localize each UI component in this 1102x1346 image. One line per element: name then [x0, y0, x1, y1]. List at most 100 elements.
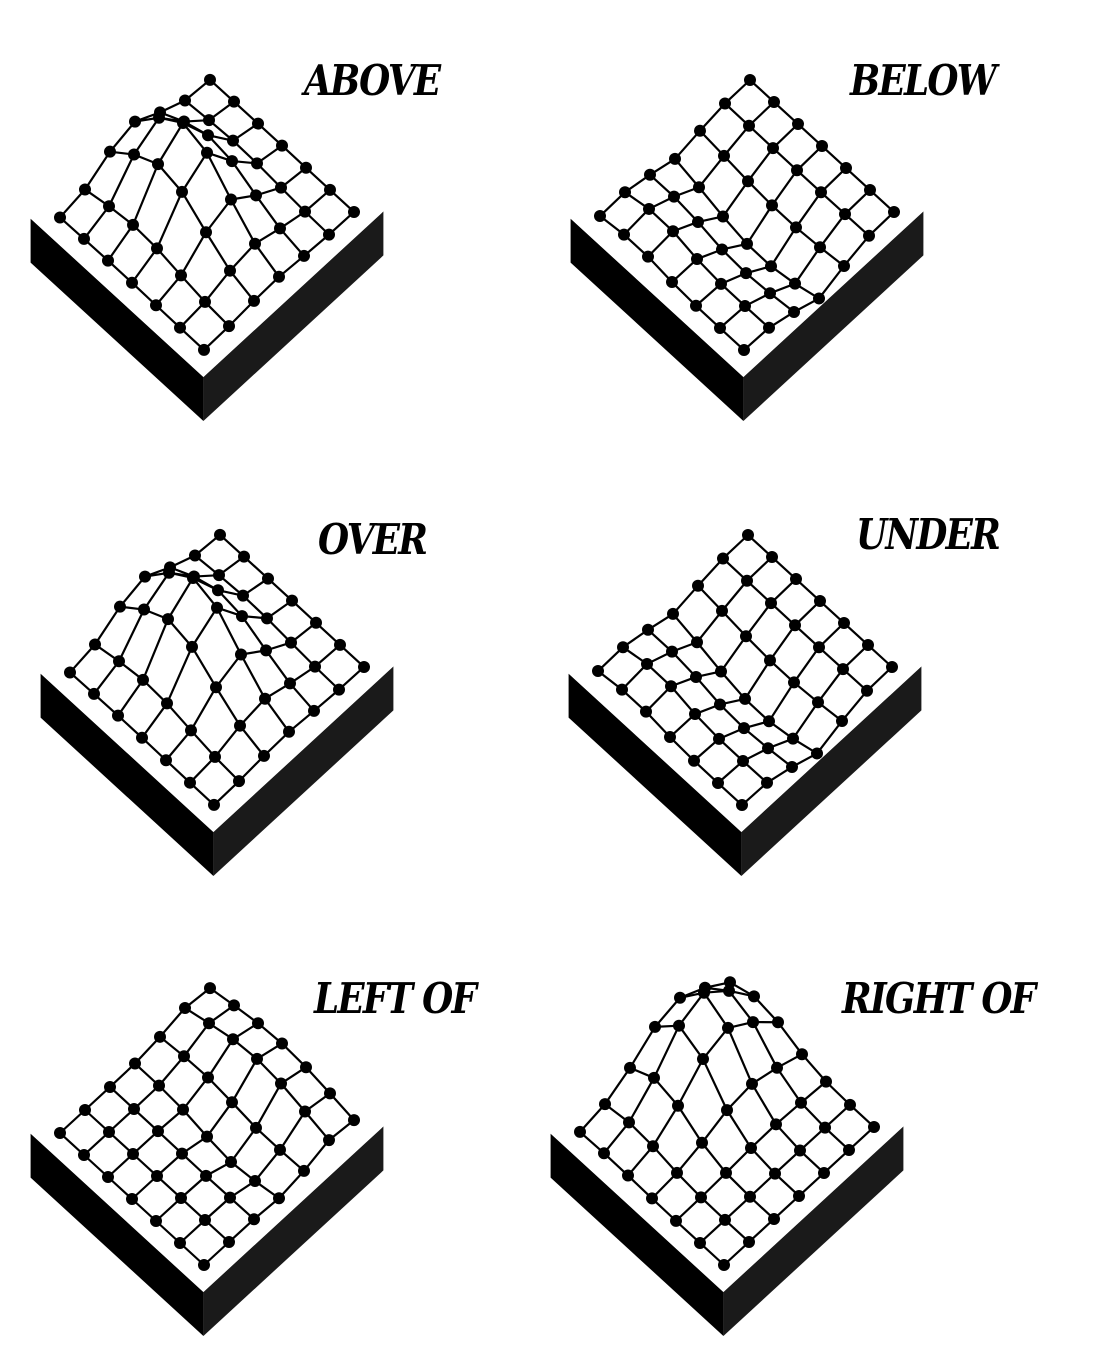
block-top-face: [571, 53, 924, 377]
lattice-node: [228, 999, 240, 1011]
lattice-node: [88, 688, 100, 700]
lattice-node: [788, 676, 800, 688]
lattice-node: [691, 253, 703, 265]
lattice-node: [667, 608, 679, 620]
lattice-node: [772, 1016, 784, 1028]
lattice-node: [203, 114, 215, 126]
lattice-node: [211, 602, 223, 614]
lattice-node: [696, 1137, 708, 1149]
lattice-node: [718, 1259, 730, 1271]
lattice-node: [694, 1237, 706, 1249]
lattice-node: [719, 97, 731, 109]
lattice-node: [298, 1165, 310, 1177]
panel-right-of: [560, 975, 940, 1346]
lattice-node: [208, 799, 220, 811]
lattice-node: [863, 230, 875, 242]
lattice-node: [843, 1144, 855, 1156]
lattice-node: [642, 624, 654, 636]
lattice-node: [794, 1145, 806, 1157]
lattice-node: [139, 571, 151, 583]
lattice-node: [154, 1031, 166, 1043]
lattice-node: [274, 222, 286, 234]
lattice-node: [175, 269, 187, 281]
lattice-node: [178, 1050, 190, 1062]
lattice-node: [308, 705, 320, 717]
block-top-face: [31, 53, 384, 377]
lattice-node: [714, 322, 726, 334]
lattice-node: [713, 733, 725, 745]
lattice-node: [129, 116, 141, 128]
lattice-node: [770, 1118, 782, 1130]
lattice-node: [285, 637, 297, 649]
lattice-node: [299, 206, 311, 218]
lattice-node: [259, 693, 271, 705]
lattice-node: [741, 238, 753, 250]
lattice-node: [179, 95, 191, 107]
lattice-node: [204, 982, 216, 994]
lattice-node: [690, 300, 702, 312]
lattice-node: [616, 684, 628, 696]
lattice-node: [664, 731, 676, 743]
lattice-node: [224, 265, 236, 277]
lattice-node: [792, 118, 804, 130]
lattice-node: [78, 1149, 90, 1161]
lattice-node: [227, 1033, 239, 1045]
lattice-node: [323, 229, 335, 241]
lattice-node: [743, 120, 755, 132]
lattice-node: [128, 149, 140, 161]
lattice-node: [103, 200, 115, 212]
lattice-node: [248, 295, 260, 307]
lattice-node: [839, 208, 851, 220]
panel-under: [578, 515, 958, 915]
lattice-node: [102, 1171, 114, 1183]
lattice-node: [200, 1170, 212, 1182]
lattice-node: [623, 1116, 635, 1128]
lattice-node: [698, 987, 710, 999]
lattice-node: [714, 698, 726, 710]
block-top-face: [551, 968, 904, 1292]
lattice-node: [789, 619, 801, 631]
lattice-node: [185, 724, 197, 736]
lattice-node: [796, 1048, 808, 1060]
lattice-node: [250, 1122, 262, 1134]
lattice-node: [334, 639, 346, 651]
lattice-node: [200, 226, 212, 238]
lattice-node: [761, 777, 773, 789]
lattice-node: [718, 150, 730, 162]
lattice-node: [790, 573, 802, 585]
lattice-node: [252, 118, 264, 130]
lattice-node: [693, 181, 705, 193]
panel-above: [40, 60, 420, 460]
lattice-node: [114, 601, 126, 613]
lattice-node: [788, 306, 800, 318]
lattice-node: [666, 646, 678, 658]
lattice-node: [150, 1215, 162, 1227]
lattice-node: [199, 1214, 211, 1226]
lattice-node: [324, 184, 336, 196]
lattice-node: [723, 985, 735, 997]
lattice-node: [793, 1190, 805, 1202]
lattice-node: [198, 344, 210, 356]
lattice-node: [237, 590, 249, 602]
lattice-node: [816, 140, 828, 152]
lattice-node: [692, 580, 704, 592]
lattice-node: [861, 685, 873, 697]
lattice-node: [274, 1144, 286, 1156]
lattice-node: [739, 300, 751, 312]
lattice-node: [324, 1087, 336, 1099]
lattice-node: [769, 1168, 781, 1180]
lattice-node: [692, 216, 704, 228]
lattice-node: [251, 157, 263, 169]
lattice-node: [738, 722, 750, 734]
lattice-node: [79, 183, 91, 195]
lattice-node: [128, 1103, 140, 1115]
lattice-node: [284, 677, 296, 689]
lattice-node: [763, 715, 775, 727]
lattice-node: [745, 1142, 757, 1154]
lattice-node: [300, 1061, 312, 1073]
lattice-node: [174, 322, 186, 334]
lattice-node: [238, 551, 250, 563]
lattice-node: [864, 184, 876, 196]
lattice-node: [283, 726, 295, 738]
lattice-node: [126, 1193, 138, 1205]
